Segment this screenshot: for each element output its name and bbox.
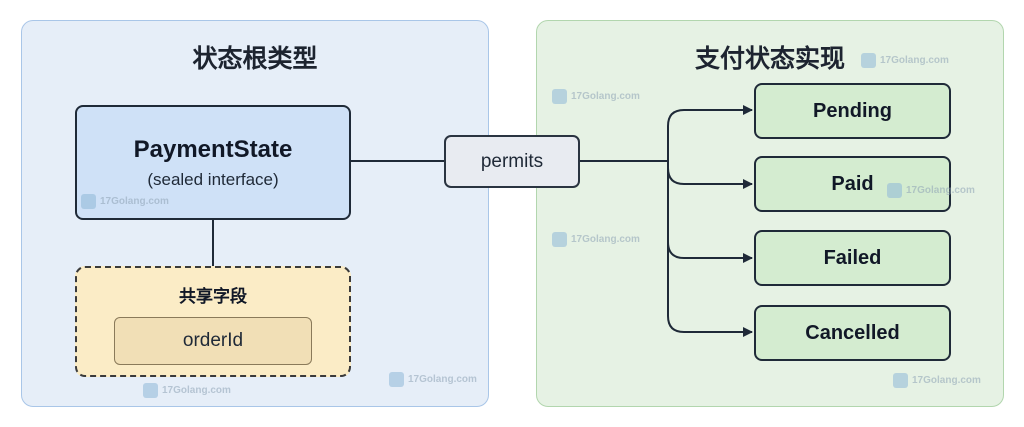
watermark-logo-icon xyxy=(389,372,404,387)
watermark-logo-icon xyxy=(552,232,567,247)
watermark: 17Golang.com xyxy=(552,89,640,104)
root-type-name: PaymentState xyxy=(133,135,293,163)
right-panel-title: 支付状态实现 xyxy=(694,44,845,73)
order-id-field: orderId xyxy=(114,317,312,365)
watermark-logo-icon xyxy=(552,89,567,104)
watermark: 17Golang.com xyxy=(861,53,949,68)
watermark-logo-icon xyxy=(861,53,876,68)
shared-fields-title: 共享字段 xyxy=(179,287,247,307)
state-failed-box: Failed xyxy=(754,230,951,286)
watermark: 17Golang.com xyxy=(143,383,231,398)
watermark-logo-icon xyxy=(887,183,902,198)
payment-state-box: PaymentState (sealed interface) xyxy=(75,105,351,220)
left-panel-title: 状态根类型 xyxy=(192,44,318,73)
watermark-logo-icon xyxy=(81,194,96,209)
permits-label-box: permits xyxy=(444,135,580,188)
watermark: 17Golang.com xyxy=(893,373,981,388)
state-cancelled-box: Cancelled xyxy=(754,305,951,361)
watermark: 17Golang.com xyxy=(887,183,975,198)
shared-fields-box: 共享字段 orderId xyxy=(75,266,351,377)
watermark: 17Golang.com xyxy=(81,194,169,209)
state-pending-box: Pending xyxy=(754,83,951,139)
watermark: 17Golang.com xyxy=(552,232,640,247)
root-type-subtitle: (sealed interface) xyxy=(147,169,279,189)
watermark-logo-icon xyxy=(893,373,908,388)
state-paid-box: Paid xyxy=(754,156,951,212)
watermark-logo-icon xyxy=(143,383,158,398)
watermark: 17Golang.com xyxy=(389,372,477,387)
